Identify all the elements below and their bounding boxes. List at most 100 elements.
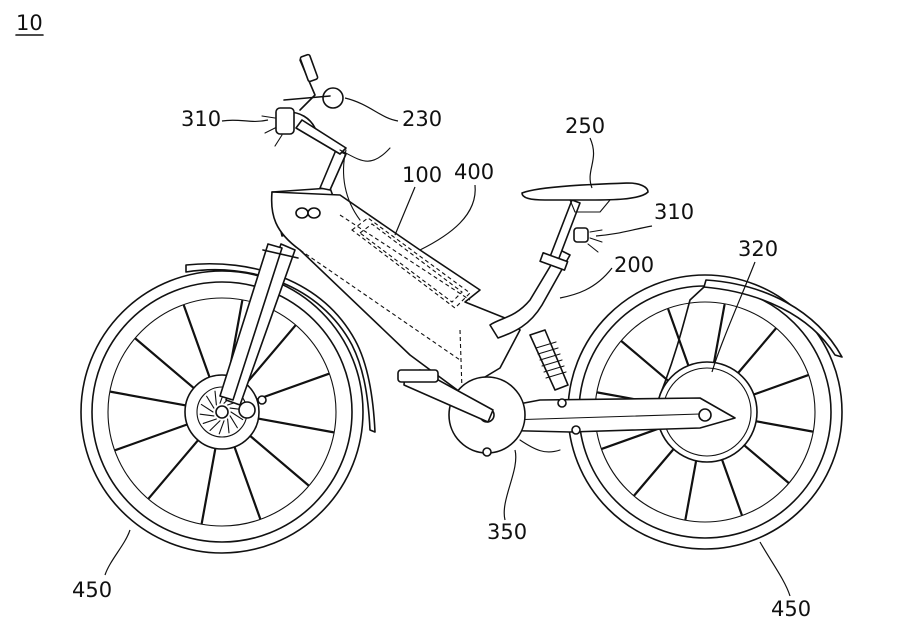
leader-seat-tube xyxy=(559,267,613,299)
pedal xyxy=(397,369,439,383)
brake-lever xyxy=(283,95,331,101)
rear-light xyxy=(573,227,589,243)
spoke xyxy=(667,308,690,368)
rotor-tooth xyxy=(209,420,221,432)
label-motor: 350 xyxy=(487,520,527,544)
saddle-assembly xyxy=(521,182,649,253)
chain-stay-bolt xyxy=(571,425,581,435)
spoke xyxy=(248,434,310,487)
rotor-tooth xyxy=(218,420,225,435)
frame-hidden-line-3 xyxy=(459,329,463,391)
spoke xyxy=(254,372,330,401)
rotor-tooth xyxy=(230,411,244,421)
battery-outline xyxy=(351,217,471,309)
label-handlebar: 230 xyxy=(402,107,442,131)
handlebar-assembly xyxy=(261,53,391,221)
brake-caliper xyxy=(238,401,256,419)
label-rear-wheel: 450 xyxy=(771,597,811,621)
label-rear-light: 310 xyxy=(654,200,694,224)
spoke xyxy=(134,337,196,390)
rotor-tooth xyxy=(199,413,215,417)
spoke xyxy=(712,303,726,366)
spoke xyxy=(684,458,698,521)
rotor-tooth xyxy=(227,418,230,434)
brake-cable xyxy=(339,147,391,162)
frame-light-left xyxy=(295,207,309,219)
label-rear-hub: 320 xyxy=(738,237,778,261)
rotor-tooth xyxy=(202,418,217,425)
spoke xyxy=(200,446,217,525)
frame-light-right xyxy=(307,207,321,219)
frame-hidden-line xyxy=(339,214,471,301)
steerer-tube xyxy=(319,149,347,191)
saddle xyxy=(521,182,649,201)
headlight xyxy=(275,107,295,135)
brake-bolt xyxy=(257,395,267,405)
leader-frame xyxy=(419,184,476,251)
rotor-tooth xyxy=(214,390,217,406)
rear-fender-stay xyxy=(659,286,705,396)
frame-hidden-line-2 xyxy=(299,249,461,361)
spoke xyxy=(740,441,790,484)
spoke xyxy=(601,427,661,450)
battery-inner-outline xyxy=(359,223,463,303)
label-battery: 100 xyxy=(402,163,442,187)
rotor-tooth xyxy=(206,395,215,409)
spoke xyxy=(256,417,335,434)
leader-battery xyxy=(394,186,416,236)
label-headlight: 310 xyxy=(181,107,221,131)
motor-assembly xyxy=(397,369,561,457)
spoke xyxy=(749,374,809,397)
saddle-rails xyxy=(569,199,611,213)
down-tube xyxy=(270,191,521,393)
handlebar-stem xyxy=(295,119,347,155)
spoke xyxy=(751,419,814,433)
spoke xyxy=(720,456,743,516)
label-saddle: 250 xyxy=(565,114,605,138)
seat-stay xyxy=(489,249,571,339)
rear-shock-spring xyxy=(535,341,567,379)
spoke xyxy=(114,423,190,452)
handlebar-end xyxy=(299,53,319,83)
rear-fender xyxy=(703,279,843,358)
shift-cable xyxy=(343,149,361,221)
reference-labels: 310 230 100 400 250 310 200 320 350 450 … xyxy=(72,97,811,621)
rotor-tooth xyxy=(200,403,214,413)
front-spokes xyxy=(109,299,335,525)
leader-saddle xyxy=(589,137,595,189)
chain-line xyxy=(507,413,701,421)
motor-bolt xyxy=(482,447,492,457)
leader-handlebar xyxy=(344,97,399,122)
front-wheel xyxy=(80,262,376,554)
seat-clamp xyxy=(539,251,569,271)
spoke xyxy=(244,324,297,386)
front-tire-inner xyxy=(91,281,353,543)
rear-axle xyxy=(698,408,712,422)
rear-light-rays xyxy=(587,229,603,253)
front-rotor-teeth xyxy=(199,389,245,435)
spoke xyxy=(233,444,262,520)
headlight-rays xyxy=(261,115,283,147)
main-frame xyxy=(270,187,581,393)
bell xyxy=(322,87,344,109)
label-seat-tube: 200 xyxy=(614,253,654,277)
fork-leg-back xyxy=(219,243,283,401)
front-tire-outer xyxy=(80,270,364,554)
spoke xyxy=(109,390,188,407)
chain-stay-pivot xyxy=(557,398,567,408)
motor-cover-edge xyxy=(519,439,561,453)
leader-rear-wheel xyxy=(759,541,791,597)
spoke xyxy=(734,327,777,377)
spoke xyxy=(620,340,670,383)
leader-rear-light xyxy=(595,225,653,237)
label-front-wheel: 450 xyxy=(72,578,112,602)
leader-front-wheel xyxy=(104,529,131,576)
leader-motor xyxy=(503,449,517,521)
leader-rear-hub xyxy=(711,261,756,373)
front-fender xyxy=(185,262,376,433)
front-fork xyxy=(219,243,299,419)
front-rim xyxy=(107,297,337,527)
label-frame: 400 xyxy=(454,160,494,184)
